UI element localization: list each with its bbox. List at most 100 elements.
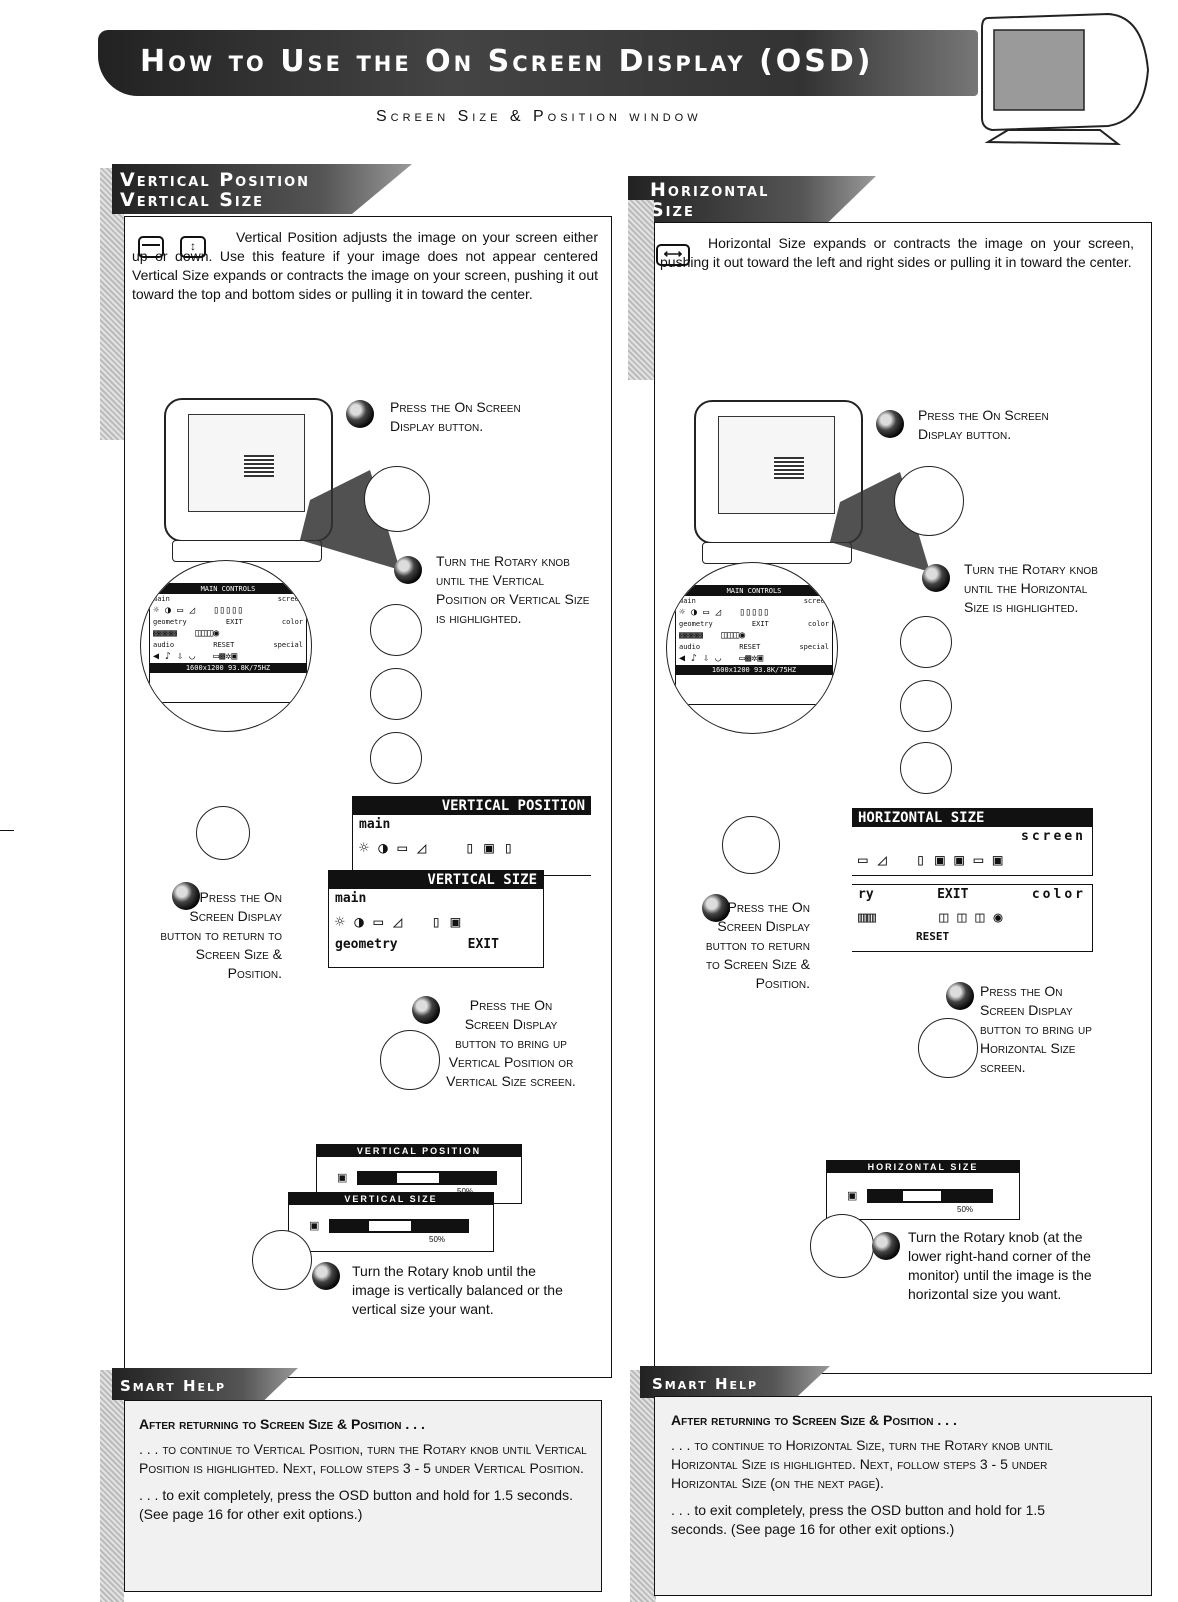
left-menu-reset: RESET — [213, 641, 235, 649]
left-step5-bullet — [312, 1262, 340, 1290]
left-step1-text: Press the On Screen Display button. — [390, 399, 521, 434]
right-osd-title: HORIZONTAL SIZE — [852, 809, 1092, 827]
right-menu-color: color — [807, 620, 829, 628]
left-menu-icons-row3: ◀ ♪ ⇩ ◡ ▭▩✲▣ — [153, 651, 238, 662]
right-menu-audio: audio — [679, 643, 701, 651]
left-osd2-geometry: geometry — [335, 937, 398, 952]
left-osd2-title: VERTICAL SIZE — [329, 871, 543, 889]
left-menu-icons-row2: ▩▩▩▩ ◫◫◫◉ — [153, 628, 220, 639]
left-button-closeup-3 — [380, 1030, 440, 1090]
left-osd-vertical-size: VERTICAL SIZE main ☼ ◑ ▭ ◿ ▯ ▣ geometry E… — [328, 870, 544, 968]
right-menu-geometry: geometry — [679, 620, 713, 628]
left-menu-geometry: geometry — [153, 618, 187, 626]
right-step5-bullet — [872, 1232, 900, 1260]
left-tab-line2: Vertical Size — [120, 189, 265, 211]
left-step4-text: Press the On Screen Display button to br… — [446, 997, 576, 1089]
left-slider1-pct: 50% — [457, 1187, 473, 1196]
left-osd2-exit: EXIT — [467, 937, 499, 952]
left-slider2-title: VERTICAL SIZE — [289, 1193, 493, 1205]
right-menu-icons-row1: ☼ ◑ ▭ ◿ ▯▯▯▯▯ — [679, 607, 770, 618]
right-help-shading — [630, 1370, 656, 1602]
right-help-box: After returning to Screen Size & Positio… — [654, 1396, 1152, 1596]
left-menu-status: 1600x1200 93.8K/75HZ — [150, 663, 306, 673]
left-osd2-main: main — [335, 891, 367, 906]
left-step4-bullet — [412, 996, 440, 1024]
page-subtitle: Screen Size & Position window — [376, 108, 702, 125]
left-help-p2: . . . to exit completely, press the OSD … — [139, 1487, 573, 1522]
right-osd-icons2: ▥▥ ◫ ◫ ◫ ◉ — [858, 908, 1003, 926]
right-help-tab-label: Smart Help — [652, 1375, 759, 1393]
right-knob-closeup-1 — [900, 616, 952, 668]
right-step3-text: Press the On Screen Display button to re… — [705, 899, 810, 991]
header-banner — [98, 30, 978, 96]
right-knob-closeup-3 — [900, 742, 952, 794]
right-menu-reset: RESET — [739, 643, 761, 651]
left-intro-text: Vertical Position adjusts the image on y… — [132, 229, 598, 302]
right-help-lead: After returning to Screen Size & Positio… — [671, 1412, 957, 1428]
left-step3-bullet — [172, 882, 200, 910]
registration-mark — [0, 830, 14, 831]
left-slider2-fill — [369, 1221, 411, 1231]
left-step2-text: Turn the Rotary knob until the Vertical … — [436, 553, 590, 626]
right-menu-special: special — [799, 643, 829, 651]
left-help-tab-label: Smart Help — [120, 1377, 227, 1395]
right-button-closeup-2 — [722, 816, 780, 874]
left-monitor — [164, 398, 333, 542]
left-slider1-icon: ▣ — [337, 1172, 348, 1184]
right-menu-screen: screen — [803, 597, 829, 605]
left-osd2-icons: ☼ ◑ ▭ ◿ ▯ ▣ — [335, 912, 461, 931]
right-button-closeup-1 — [894, 466, 964, 536]
right-menu-status: 1600x1200 93.8K/75HZ — [676, 665, 832, 675]
right-step5-text: Turn the Rotary knob (at the lower right… — [908, 1229, 1092, 1302]
right-slider-track[interactable] — [867, 1189, 993, 1203]
left-menu-main: main — [153, 595, 170, 603]
left-button-closeup-2 — [196, 806, 250, 860]
right-step3-bullet — [702, 894, 730, 922]
right-help-p1: . . . to continue to Horizontal Size, tu… — [671, 1437, 1053, 1491]
left-step1-bullet — [346, 400, 374, 428]
right-menu-icons-row3: ◀ ♪ ⇩ ◡ ▭▩✲▣ — [679, 653, 764, 664]
right-step4-bullet — [946, 982, 974, 1010]
right-osd-zoom: MAIN CONTROLS main screen ☼ ◑ ▭ ◿ ▯▯▯▯▯ g… — [666, 562, 838, 734]
left-slider2-icon: ▣ — [309, 1220, 320, 1232]
left-tab-line1: Vertical Position — [120, 169, 311, 191]
left-osd-vertical-position: VERTICAL POSITION main ☼ ◑ ▭ ◿ ▯ ▣ ▯ — [352, 796, 591, 876]
right-step1-bullet — [876, 410, 904, 438]
horizontal-size-icon: ⟷ — [656, 244, 690, 266]
right-osd-thumbnail — [774, 457, 804, 479]
right-help-p2: . . . to exit completely, press the OSD … — [671, 1502, 1046, 1537]
right-menu-title: MAIN CONTROLS — [676, 586, 832, 596]
left-menu-screen: screen — [277, 595, 303, 603]
right-step2-text: Turn the Rotary knob until the Horizonta… — [964, 561, 1098, 615]
right-menu-icons-row2: ▩▩▩▩ ◫◫◫◉ — [679, 630, 746, 641]
left-monitor-base — [172, 540, 322, 562]
right-osd-screen: screen — [1021, 829, 1086, 844]
left-help-shading — [100, 1370, 124, 1602]
left-osd-thumbnail — [244, 455, 274, 477]
left-knob-closeup-1 — [370, 604, 422, 656]
left-step5-text: Turn the Rotary knob until the image is … — [352, 1263, 563, 1317]
left-osd1-main: main — [359, 817, 391, 832]
right-osd-try: ry — [858, 887, 874, 902]
left-knob-closeup-3 — [370, 732, 422, 784]
right-menu-main: main — [679, 597, 696, 605]
left-slider1-title: VERTICAL POSITION — [317, 1145, 521, 1157]
left-step2-bullet — [394, 556, 422, 584]
right-button-closeup-3 — [918, 1018, 978, 1078]
left-knob-closeup-2 — [370, 668, 422, 720]
left-slider1-track[interactable] — [357, 1171, 497, 1185]
right-slider-horizontal-size: HORIZONTAL SIZE ▣ 50% — [826, 1160, 1020, 1220]
right-slider-title: HORIZONTAL SIZE — [827, 1161, 1019, 1173]
right-osd-reset: RESET — [916, 930, 950, 943]
left-menu-audio: audio — [153, 641, 175, 649]
left-knob-closeup-4 — [252, 1230, 312, 1290]
right-slider-fill — [903, 1191, 941, 1201]
left-slider2-track[interactable] — [329, 1219, 469, 1233]
left-menu-icons-row1: ☼ ◑ ▭ ◿ ▯▯▯▯▯ — [153, 605, 244, 616]
right-slider-icon: ▣ — [847, 1190, 858, 1202]
right-osd-exit: EXIT — [937, 887, 969, 902]
left-help-lead: After returning to Screen Size & Positio… — [139, 1416, 425, 1432]
left-osd1-title: VERTICAL POSITION — [353, 797, 591, 815]
